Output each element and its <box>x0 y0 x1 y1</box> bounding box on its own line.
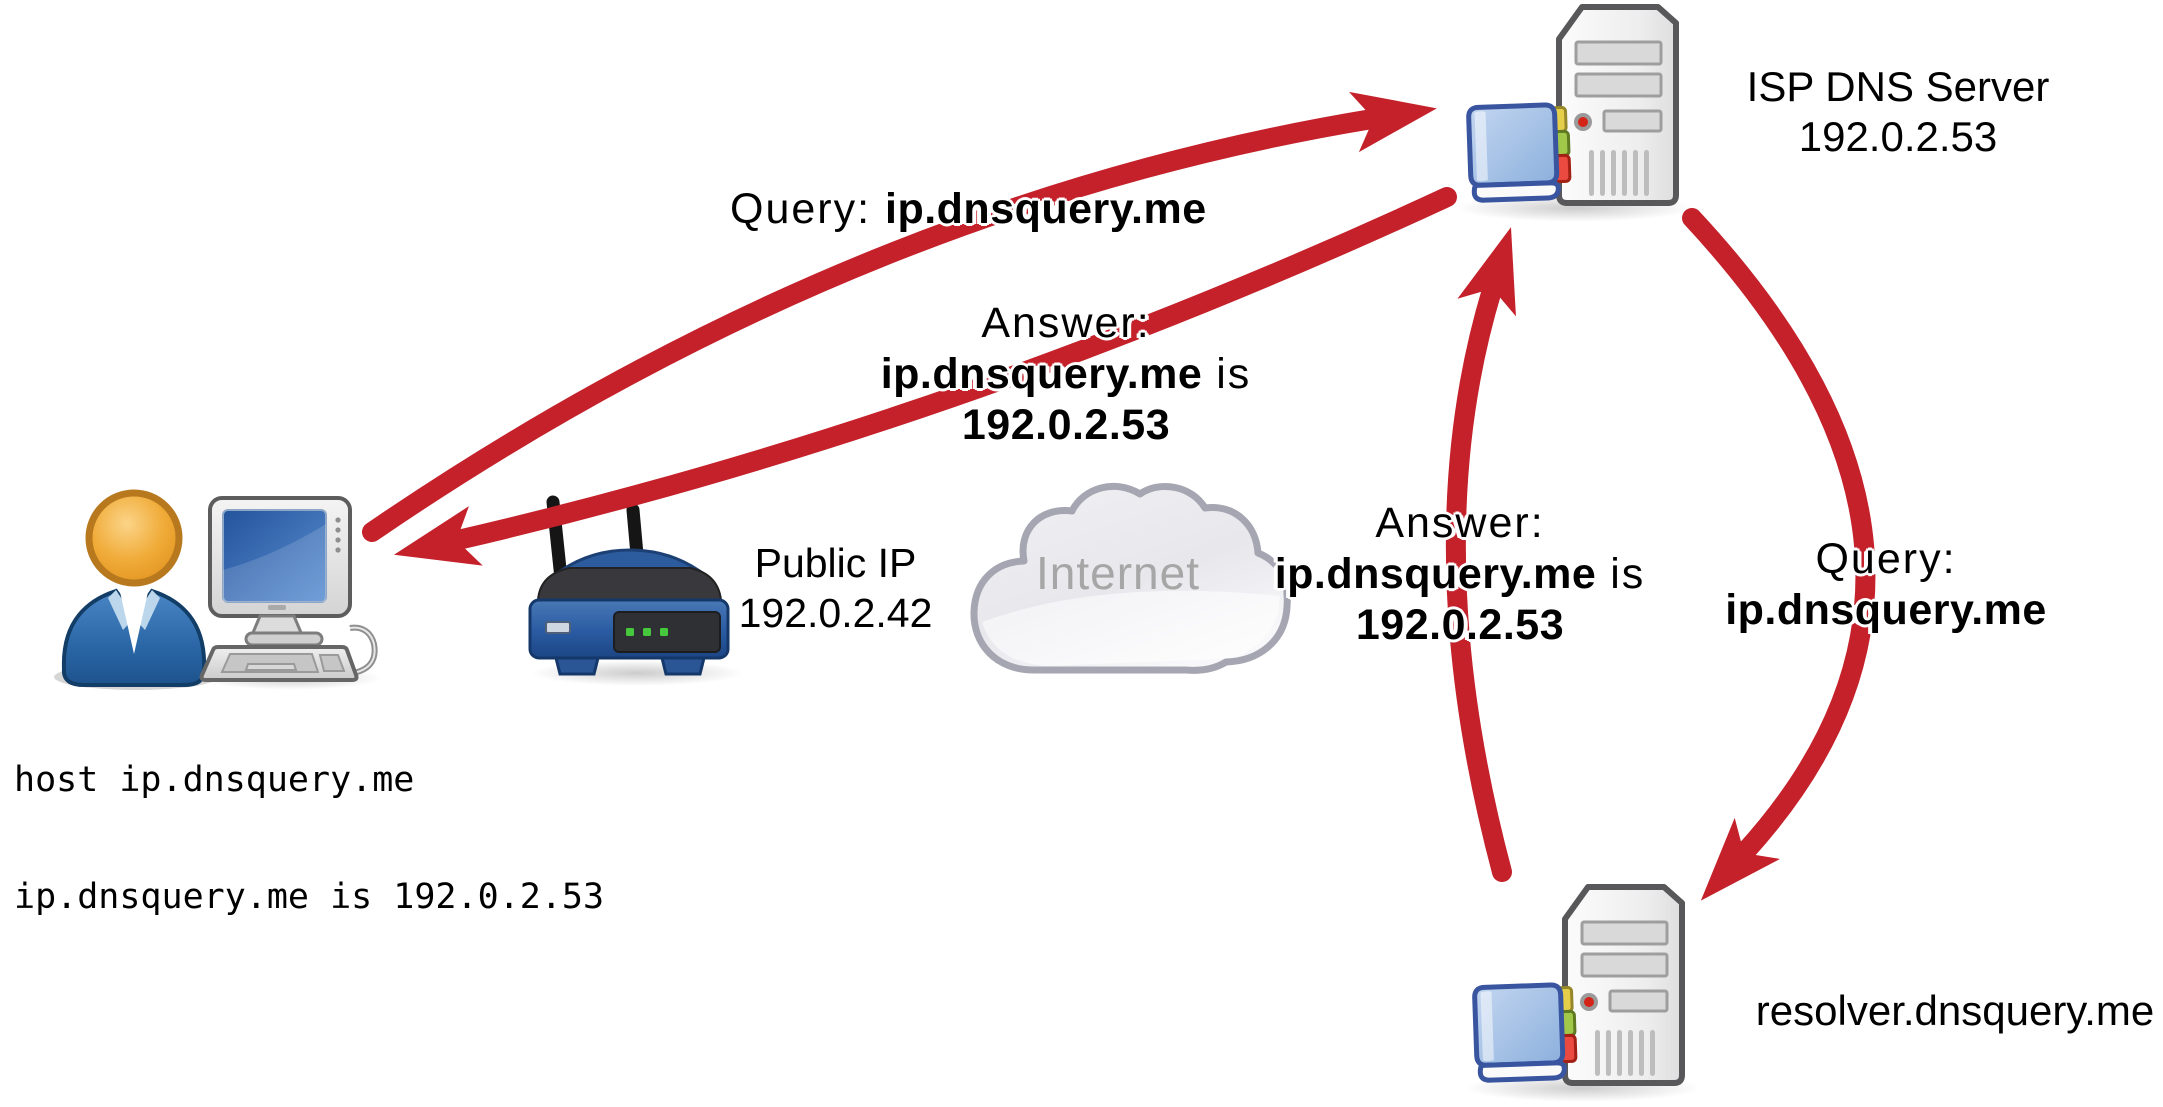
resolver-server-tower-icon <box>1562 884 1685 1086</box>
screen-gloss <box>223 524 326 602</box>
client-computer-icon <box>199 496 378 682</box>
router-port <box>545 621 571 634</box>
monitor-button <box>335 517 341 523</box>
query-arrow-isp-to-resolver <box>1682 208 1876 901</box>
book-pages <box>1471 180 1561 203</box>
answer-isp-to-client-label: Answer: ip.dnsquery.me is 192.0.2.53 <box>846 298 1286 451</box>
keyboard-cable-highlight <box>345 626 376 675</box>
drive-bay <box>1608 989 1669 1013</box>
router-lid <box>557 548 703 572</box>
power-led <box>1578 117 1588 127</box>
internet-label: Internet <box>1036 547 1200 599</box>
answer-title: Answer: <box>981 299 1151 347</box>
terminal-command: host ip.dnsquery.me <box>14 760 415 800</box>
isp-dns-server-name: ISP DNS Server <box>1746 63 2050 110</box>
query-label-domain: ip.dnsquery.me <box>885 185 1207 233</box>
answer-arrow-isp-to-client <box>394 187 1457 566</box>
terminal-output: ip.dnsquery.me is 192.0.2.53 <box>14 877 605 917</box>
resolver-address-book-icon <box>1472 982 1578 1083</box>
monitor-button <box>335 527 341 533</box>
router-led <box>660 628 668 636</box>
router-icon <box>528 495 730 676</box>
router-public-ip-label: Public IP 192.0.2.42 <box>733 538 938 638</box>
monitor-button <box>335 547 341 553</box>
book-spine-highlight <box>1474 111 1488 182</box>
monitor-button <box>335 537 341 543</box>
internet-cloud-icon <box>970 483 1291 674</box>
router-led <box>643 628 651 636</box>
drive-bay <box>1574 40 1663 66</box>
vent-slots <box>1589 150 1649 196</box>
power-led <box>1584 997 1594 1007</box>
keyboard-spacebar <box>244 663 298 671</box>
answer-title: Answer: <box>1375 499 1545 547</box>
resolver-server-label: resolver.dnsquery.me <box>1740 986 2163 1036</box>
book-spine-highlight <box>1480 991 1494 1062</box>
router-label-line1: Public IP <box>754 540 917 586</box>
drive-bay <box>1574 72 1663 98</box>
answer-result: 192.0.2.53 <box>961 401 1171 449</box>
isp-server-tower-icon <box>1556 4 1679 206</box>
isp-address-book-icon <box>1466 102 1572 203</box>
monitor-screen <box>222 509 327 603</box>
keyboard-numpad <box>318 654 346 672</box>
monitor-brand-badge <box>268 605 286 610</box>
drive-bay <box>1580 952 1669 978</box>
answer-domain-line: ip.dnsquery.me is <box>880 350 1252 398</box>
query-title: Query: <box>1815 535 1957 583</box>
resolver-server-name: resolver.dnsquery.me <box>1755 987 2155 1034</box>
isp-dns-server-label: ISP DNS Server 192.0.2.53 <box>1683 62 2113 162</box>
book-pages <box>1477 1060 1567 1083</box>
router-label-line2: 192.0.2.42 <box>738 590 933 636</box>
router-foot-right <box>660 656 706 676</box>
person-head <box>85 489 183 587</box>
query-client-to-isp-label: Query: ip.dnsquery.me <box>730 184 1207 236</box>
query-domain: ip.dnsquery.me <box>1725 586 2047 634</box>
query-isp-to-resolver-label: Query: ip.dnsquery.me <box>1666 534 2106 636</box>
cloud-sheen <box>982 590 1280 666</box>
isp-dns-server-ip: 192.0.2.53 <box>1798 113 1998 160</box>
answer-result: 192.0.2.53 <box>1355 601 1565 649</box>
answer-domain-line: ip.dnsquery.me is <box>1274 550 1646 598</box>
answer-arrow-resolver-to-isp <box>1445 227 1516 882</box>
query-label-prefix: Query: <box>730 185 885 233</box>
drive-bay <box>1602 109 1663 133</box>
person-shirt <box>120 592 148 654</box>
answer-resolver-to-isp-label: Answer: ip.dnsquery.me is 192.0.2.53 <box>1240 498 1680 651</box>
router-led <box>626 628 634 636</box>
user-person-icon <box>54 489 218 690</box>
drive-bay <box>1580 920 1669 946</box>
router-foot-left <box>554 656 600 676</box>
vent-slots <box>1595 1030 1655 1076</box>
query-arrow-client-to-isp <box>362 91 1437 542</box>
